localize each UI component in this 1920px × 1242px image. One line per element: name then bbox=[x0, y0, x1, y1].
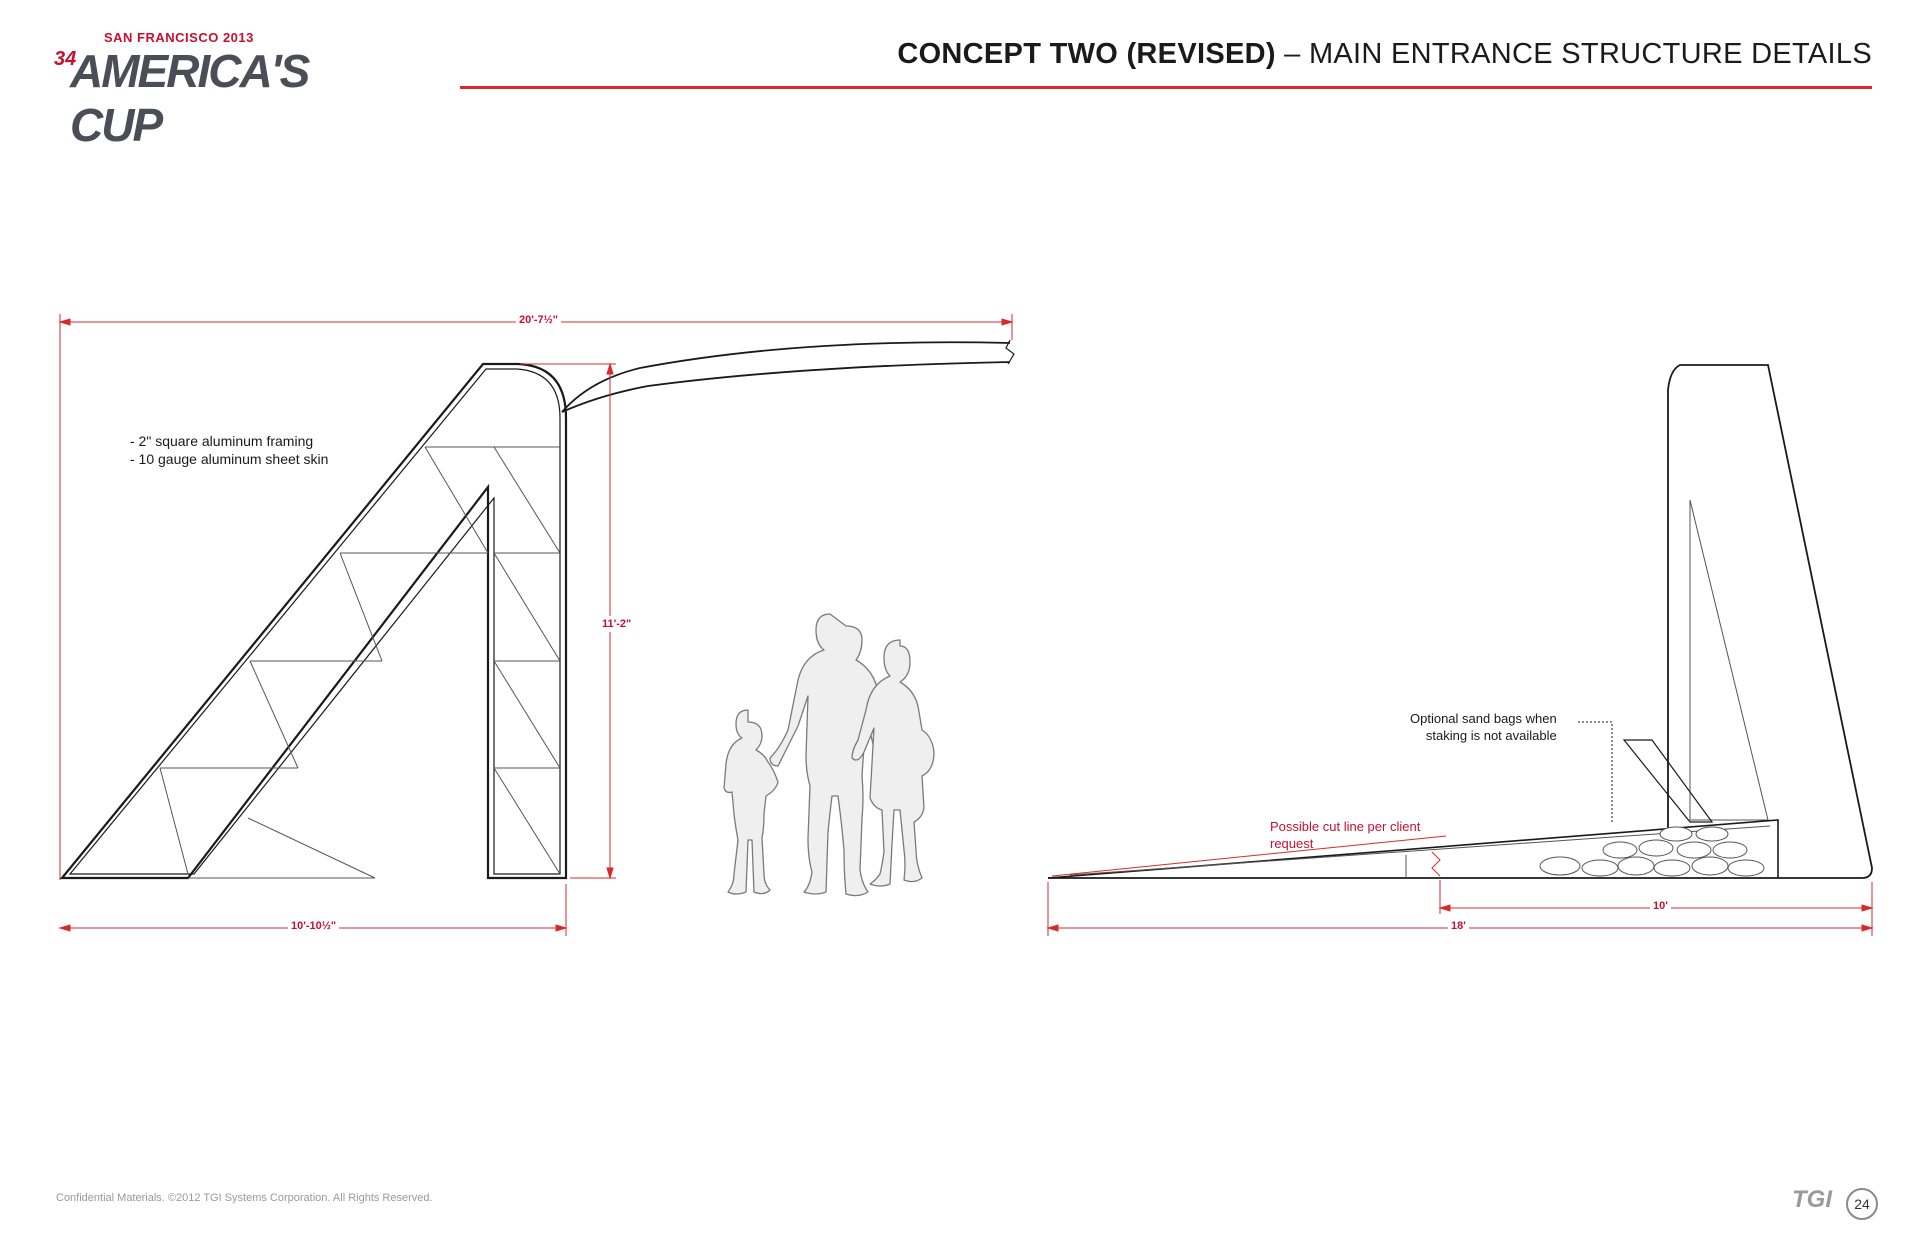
left-outer-skin bbox=[59, 362, 568, 880]
canopy-arm bbox=[561, 341, 1011, 413]
right-upright-inner bbox=[1689, 499, 1769, 821]
dim-height: 11'-2" bbox=[600, 616, 634, 632]
page-title: CONCEPT TWO (REVISED) – MAIN ENTRANCE ST… bbox=[897, 38, 1872, 71]
sandbag-note-line1: Optional sand bags when bbox=[1410, 711, 1557, 726]
sandbag-note: Optional sand bags when staking is not a… bbox=[1410, 710, 1557, 744]
sand-bags bbox=[1539, 826, 1765, 877]
confidential-footer: Confidential Materials. ©2012 TGI System… bbox=[56, 1192, 433, 1204]
sandbag-leader bbox=[1578, 721, 1613, 822]
cut-line bbox=[1051, 835, 1447, 877]
title-rule bbox=[460, 86, 1872, 89]
woman-silhouette bbox=[851, 639, 935, 887]
dim-overall-18ft: 18' bbox=[1448, 920, 1469, 932]
cutline-note-line1: Possible cut line per client bbox=[1270, 819, 1421, 834]
right-elevation-frame bbox=[1047, 364, 1873, 879]
left-elevation-frame bbox=[59, 339, 1015, 880]
adult-silhouette bbox=[769, 613, 886, 897]
logo-top-text: SAN FRANCISCO 2013 bbox=[104, 30, 254, 45]
framing-notes: - 2" square aluminum framing - 10 gauge … bbox=[130, 432, 328, 468]
note-framing: - 2" square aluminum framing bbox=[130, 433, 314, 449]
right-brace bbox=[1622, 739, 1714, 823]
right-ramp bbox=[1047, 819, 1779, 879]
note-skin: - 10 gauge aluminum sheet skin bbox=[130, 451, 329, 467]
left-dimensions bbox=[58, 314, 1014, 936]
right-ramp-inner bbox=[1069, 825, 1771, 878]
americas-cup-logo: SAN FRANCISCO 2013 34 AMERICA'S CUP bbox=[54, 30, 354, 151]
page-title-bold: CONCEPT TWO (REVISED) bbox=[897, 38, 1276, 70]
tgi-logo: TGI bbox=[1792, 1186, 1832, 1213]
logo-number: 34 bbox=[54, 48, 77, 70]
dim-inner-10ft: 10' bbox=[1650, 900, 1671, 912]
cutline-note: Possible cut line per client request bbox=[1270, 818, 1420, 852]
left-framing bbox=[159, 446, 561, 879]
dim-base-width: 10'-10½" bbox=[288, 920, 340, 932]
people-silhouettes bbox=[723, 613, 935, 897]
left-inner-skin bbox=[68, 368, 561, 875]
logo-wordmark: AMERICA'S CUP bbox=[70, 45, 310, 151]
right-upright bbox=[1048, 364, 1873, 879]
dim-overall-width: 20'-7½" bbox=[516, 314, 562, 326]
right-dimensions bbox=[1046, 835, 1874, 936]
canopy-break bbox=[1005, 339, 1015, 365]
cutline-note-line2: request bbox=[1270, 836, 1314, 851]
child-silhouette bbox=[723, 709, 779, 895]
sandbag-note-line2: staking is not available bbox=[1425, 728, 1557, 743]
page-number: 24 bbox=[1846, 1188, 1878, 1220]
page-title-rest: – MAIN ENTRANCE STRUCTURE DETAILS bbox=[1275, 38, 1872, 70]
